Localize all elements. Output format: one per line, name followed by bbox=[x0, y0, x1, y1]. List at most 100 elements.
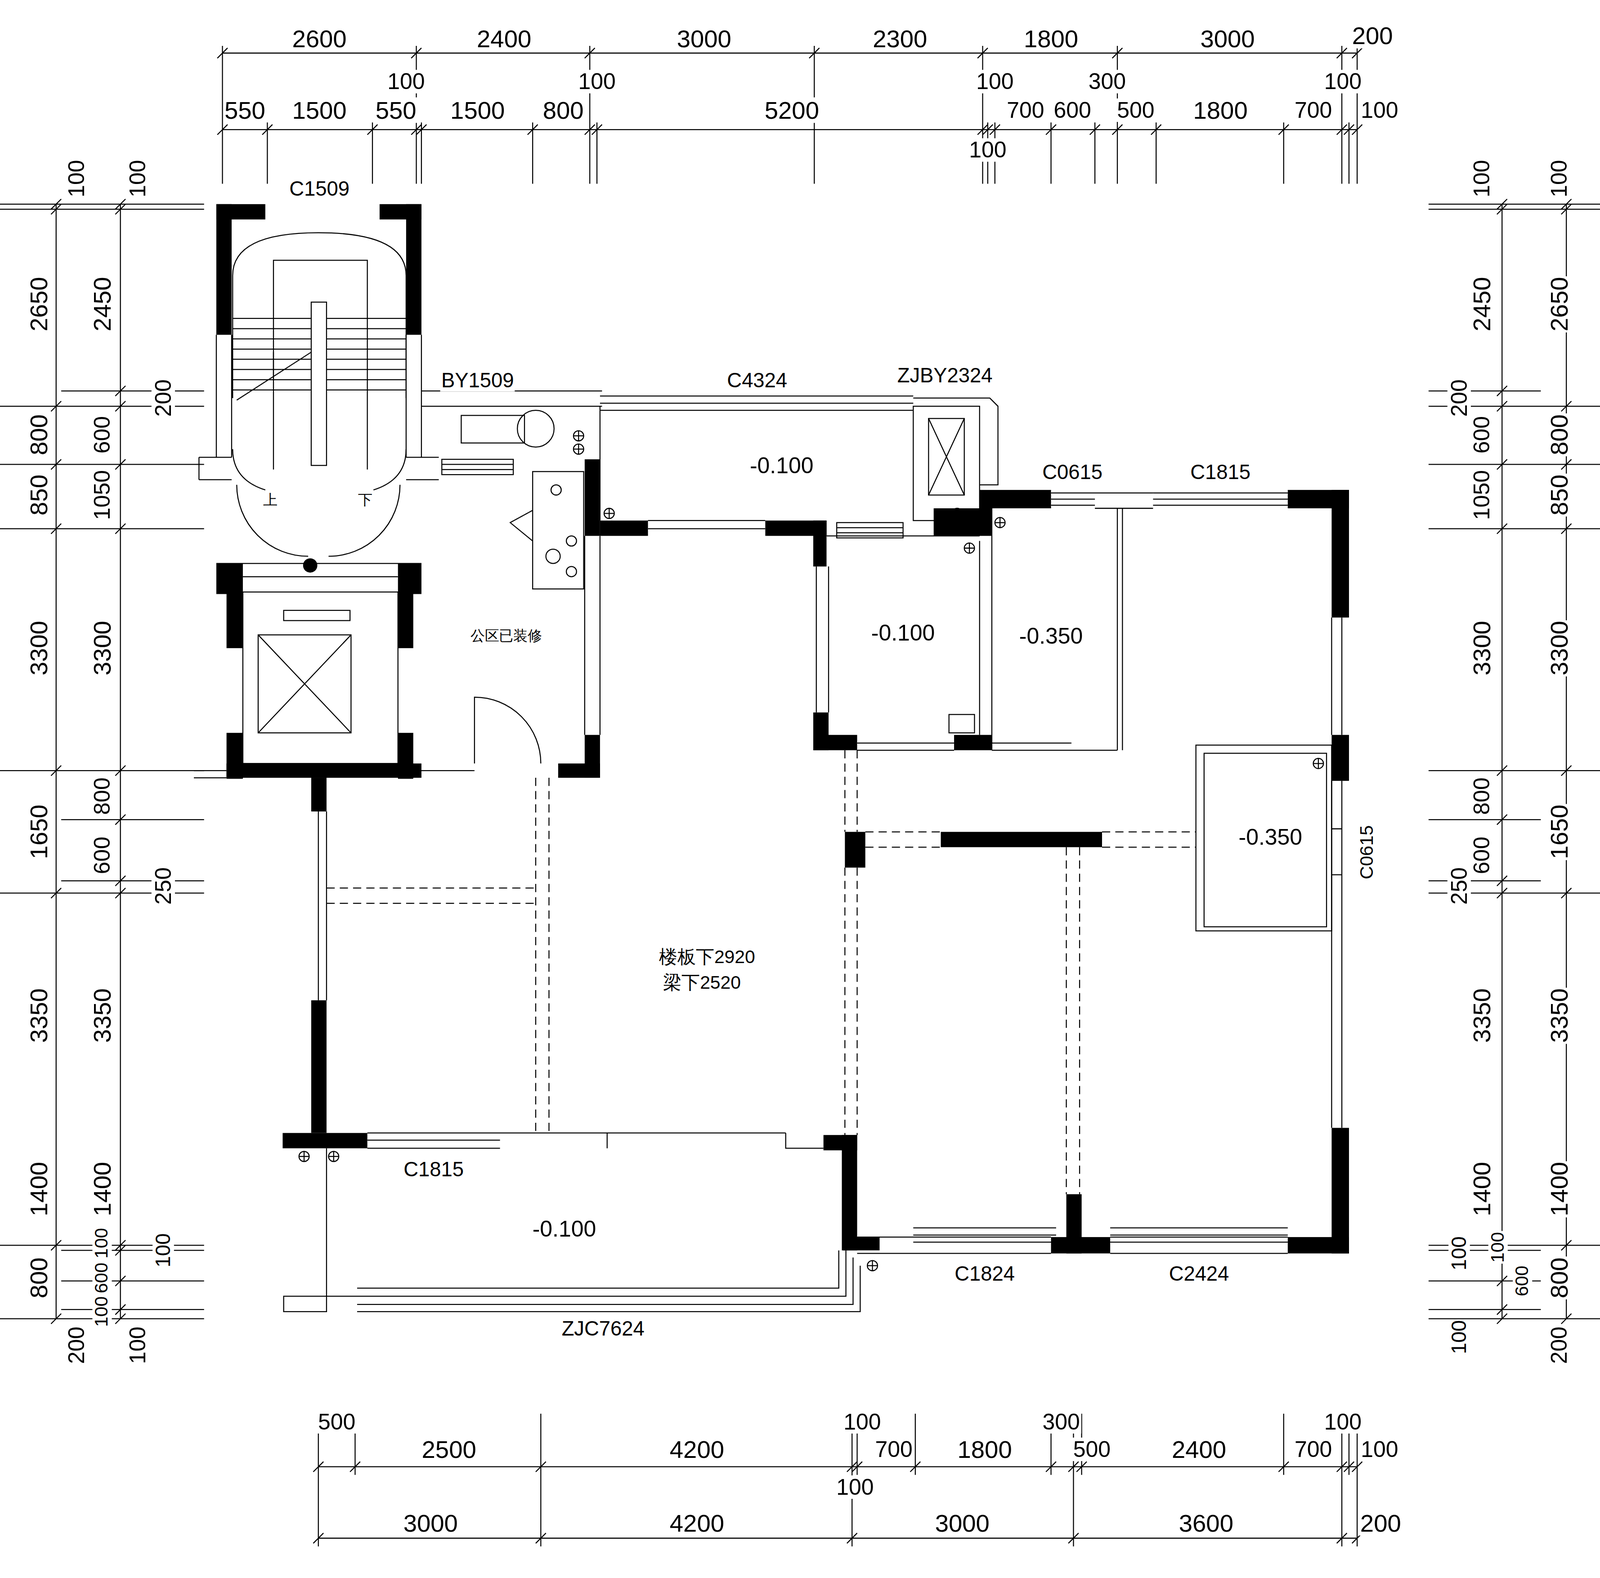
dimension-text: 100 bbox=[92, 1295, 112, 1328]
dimension-text: 4200 bbox=[668, 1510, 726, 1536]
dimension-text: 100 bbox=[1547, 158, 1571, 199]
dimension-text: 2400 bbox=[475, 26, 533, 52]
room-label: C4324 bbox=[726, 370, 789, 392]
dimension-text: 200 bbox=[1447, 378, 1471, 418]
dimension-text: 5200 bbox=[763, 97, 821, 123]
dimension-text: 700 bbox=[1293, 1437, 1334, 1462]
room-label: C1509 bbox=[288, 178, 351, 200]
dimension-text: 100 bbox=[577, 69, 617, 94]
dimension-text: 200 bbox=[1359, 1510, 1403, 1536]
room-label: C0615 bbox=[1357, 824, 1377, 881]
dimension-text: 100 bbox=[64, 158, 89, 199]
dimension-text: 3000 bbox=[933, 1510, 991, 1536]
dimension-text: 100 bbox=[92, 1226, 112, 1260]
dimension-text: 250 bbox=[1447, 866, 1471, 906]
dimension-text: 3300 bbox=[1468, 619, 1495, 677]
dimension-text: 700 bbox=[873, 1437, 914, 1462]
room-label: C2424 bbox=[1167, 1263, 1230, 1285]
dimension-text: 100 bbox=[1322, 1410, 1363, 1434]
dimension-text: 2300 bbox=[871, 26, 929, 52]
dimension-text: 3000 bbox=[1199, 26, 1256, 52]
dimension-text: 800 bbox=[1470, 776, 1494, 816]
dimension-text: 600 bbox=[90, 835, 114, 876]
room-label: C1815 bbox=[1189, 461, 1252, 484]
dimension-text: 4200 bbox=[668, 1436, 726, 1463]
room-label: 公区已装修 bbox=[469, 628, 543, 644]
dimension-text: 3350 bbox=[1546, 987, 1573, 1045]
dimension-text: 1400 bbox=[1546, 1160, 1573, 1218]
dimension-text: 500 bbox=[1071, 1437, 1112, 1462]
dimension-text: 3350 bbox=[1468, 987, 1495, 1045]
dimension-text: 100 bbox=[1322, 69, 1363, 94]
room-label: -0.100 bbox=[531, 1217, 597, 1241]
dimension-text: 2450 bbox=[1468, 275, 1495, 333]
dimension-text: 100 bbox=[386, 69, 426, 94]
dimension-text: 850 bbox=[1546, 473, 1573, 517]
dimension-text: 100 bbox=[1470, 158, 1494, 199]
dimension-text: 100 bbox=[975, 69, 1015, 94]
dimension-text: 100 bbox=[1359, 98, 1400, 122]
room-label: -0.350 bbox=[1237, 824, 1304, 849]
dimension-text: 550 bbox=[223, 97, 267, 123]
dimension-text: 500 bbox=[1115, 98, 1156, 122]
dimension-text: 100 bbox=[1488, 1230, 1508, 1264]
dimension-text: 3300 bbox=[1546, 619, 1573, 677]
room-label: -0.350 bbox=[1018, 623, 1085, 648]
dimension-text: 2650 bbox=[26, 275, 52, 333]
dimension-text: 1650 bbox=[1546, 803, 1573, 861]
dimension-text: 500 bbox=[317, 1410, 357, 1434]
dimension-text: 300 bbox=[1041, 1410, 1081, 1434]
room-label: BY1509 bbox=[440, 370, 516, 392]
dimension-text: 2600 bbox=[291, 26, 348, 52]
room-label: -0.100 bbox=[870, 621, 937, 645]
dimension-text: 100 bbox=[1359, 1437, 1400, 1462]
dimension-text: 1400 bbox=[89, 1160, 115, 1218]
dimension-text: 100 bbox=[842, 1410, 883, 1434]
dimension-text: 800 bbox=[90, 776, 114, 816]
dimension-text: 1050 bbox=[90, 469, 114, 522]
dimension-text: 200 bbox=[1547, 1325, 1571, 1366]
dimension-text: 700 bbox=[1293, 98, 1334, 122]
dimension-text: 200 bbox=[1350, 22, 1394, 49]
dimension-text: 600 bbox=[1470, 415, 1494, 455]
dimension-text: 1650 bbox=[26, 803, 52, 861]
room-label: 下 bbox=[357, 492, 374, 508]
dimension-text: 3300 bbox=[26, 619, 52, 677]
dimension-text: 100 bbox=[1448, 1318, 1471, 1355]
dimension-text: 1400 bbox=[26, 1160, 52, 1218]
dimension-text: 600 bbox=[1052, 98, 1093, 122]
room-label: 梁下2520 bbox=[662, 973, 742, 993]
dimension-text: 2450 bbox=[89, 275, 115, 333]
fixtures bbox=[232, 232, 1332, 1271]
dimension-text: 800 bbox=[1546, 413, 1573, 457]
dimension-lines bbox=[0, 45, 1600, 1547]
dimension-text: 100 bbox=[152, 1232, 175, 1269]
dimension-text: 3350 bbox=[89, 987, 115, 1045]
dimension-text: 600 bbox=[90, 415, 114, 455]
room-label: ZJBY2324 bbox=[896, 364, 994, 387]
dimension-text: 3000 bbox=[402, 1510, 459, 1536]
dimension-text: 800 bbox=[26, 1256, 52, 1300]
dimension-text: 100 bbox=[968, 138, 1008, 162]
dimension-text: 800 bbox=[542, 97, 585, 123]
dimension-text: 2650 bbox=[1546, 275, 1573, 333]
dimension-text: 600 bbox=[1512, 1264, 1533, 1298]
room-label: C1815 bbox=[402, 1159, 465, 1181]
room-label: C1824 bbox=[953, 1263, 1016, 1285]
dimension-text: 600 bbox=[92, 1261, 112, 1295]
room-label: -0.100 bbox=[748, 453, 815, 478]
room-label: 上 bbox=[262, 492, 279, 508]
dimension-text: 100 bbox=[125, 158, 150, 199]
dimension-text: 100 bbox=[835, 1475, 875, 1499]
dimension-text: 600 bbox=[1470, 835, 1494, 876]
dimension-text: 850 bbox=[26, 473, 52, 517]
dimension-text: 800 bbox=[26, 413, 52, 457]
dimension-text: 250 bbox=[151, 866, 175, 906]
room-label: ZJC7624 bbox=[560, 1318, 646, 1341]
dimension-text: 200 bbox=[64, 1325, 89, 1366]
dimension-text: 2500 bbox=[420, 1436, 478, 1463]
dimension-text: 550 bbox=[374, 97, 417, 123]
dimension-text: 200 bbox=[151, 378, 175, 418]
